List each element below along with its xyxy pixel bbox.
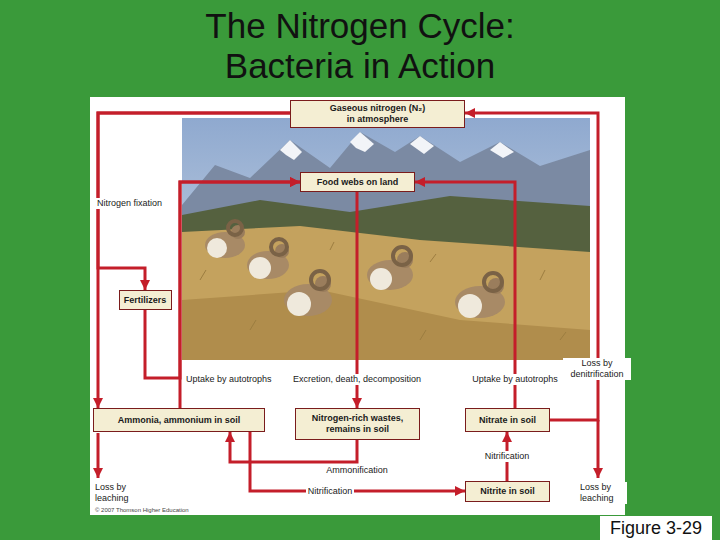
sky — [182, 118, 590, 360]
process-label: Ammonification — [324, 465, 390, 476]
pool-label: Nitrite in soil — [480, 486, 535, 497]
cycle-arrow — [180, 182, 300, 408]
process-label: Excretion, death, decomposition — [291, 374, 423, 385]
pool-label: Fertilizers — [124, 295, 167, 306]
process-label: Uptake by autotrophs — [470, 374, 560, 385]
process-label: Nitrification — [306, 486, 355, 497]
bighorn-sheep — [284, 271, 332, 316]
leaching-arrow — [97, 433, 100, 478]
pool-label: Ammonia, ammonium in soil — [118, 415, 241, 426]
pool-box: Food webs on land — [300, 172, 415, 192]
process-label: Loss by denitrification — [563, 358, 631, 380]
pool-label: Nitrogen-rich wastes, remains in soil — [302, 413, 414, 435]
pool-label: Gaseous nitrogen (N₂) in atmosphere — [325, 103, 430, 125]
cycle-arrow — [98, 113, 290, 408]
pool-label: Nitrate in soil — [479, 415, 536, 426]
process-label: Uptake by autotrophs — [184, 374, 274, 385]
pool-box: Nitrate in soil — [465, 408, 550, 432]
slide-title: The Nitrogen Cycle: Bacteria in Action — [160, 6, 560, 86]
figure-caption: Figure 3-29 — [600, 516, 712, 540]
grass-slope — [182, 226, 590, 360]
cycle-arrow — [250, 432, 465, 491]
bighorn-sheep — [455, 273, 505, 318]
grass-shadow — [182, 290, 590, 360]
sheep-photo — [182, 118, 590, 360]
leaching-arrow — [597, 420, 600, 478]
leaching-label: Loss by leaching — [93, 482, 142, 504]
bighorn-sheep — [247, 239, 289, 279]
snow-cap — [350, 132, 374, 152]
pool-label: Food webs on land — [317, 177, 399, 188]
pool-box: Ammonia, ammonium in soil — [93, 408, 265, 432]
snow-cap — [410, 136, 434, 154]
pool-box: Nitrogen-rich wastes, remains in soil — [295, 408, 420, 440]
pool-box: Fertilizers — [119, 290, 172, 310]
white-panel — [90, 97, 625, 515]
pool-box: Gaseous nitrogen (N₂) in atmosphere — [290, 100, 465, 128]
grass-texture — [200, 242, 566, 340]
leaching-label: Loss by leaching — [578, 482, 627, 504]
bighorn-sheep — [205, 221, 245, 258]
snow-cap — [490, 142, 514, 158]
cycle-arrow — [145, 182, 300, 378]
process-label: Nitrogen fixation — [95, 198, 164, 209]
pool-box: Nitrite in soil — [465, 481, 550, 502]
snow-cap — [280, 140, 302, 160]
copyright-note: © 2007 Thomson Higher Education — [93, 506, 191, 514]
bighorn-sheep — [367, 247, 413, 290]
process-label: Nitrification — [483, 451, 532, 462]
